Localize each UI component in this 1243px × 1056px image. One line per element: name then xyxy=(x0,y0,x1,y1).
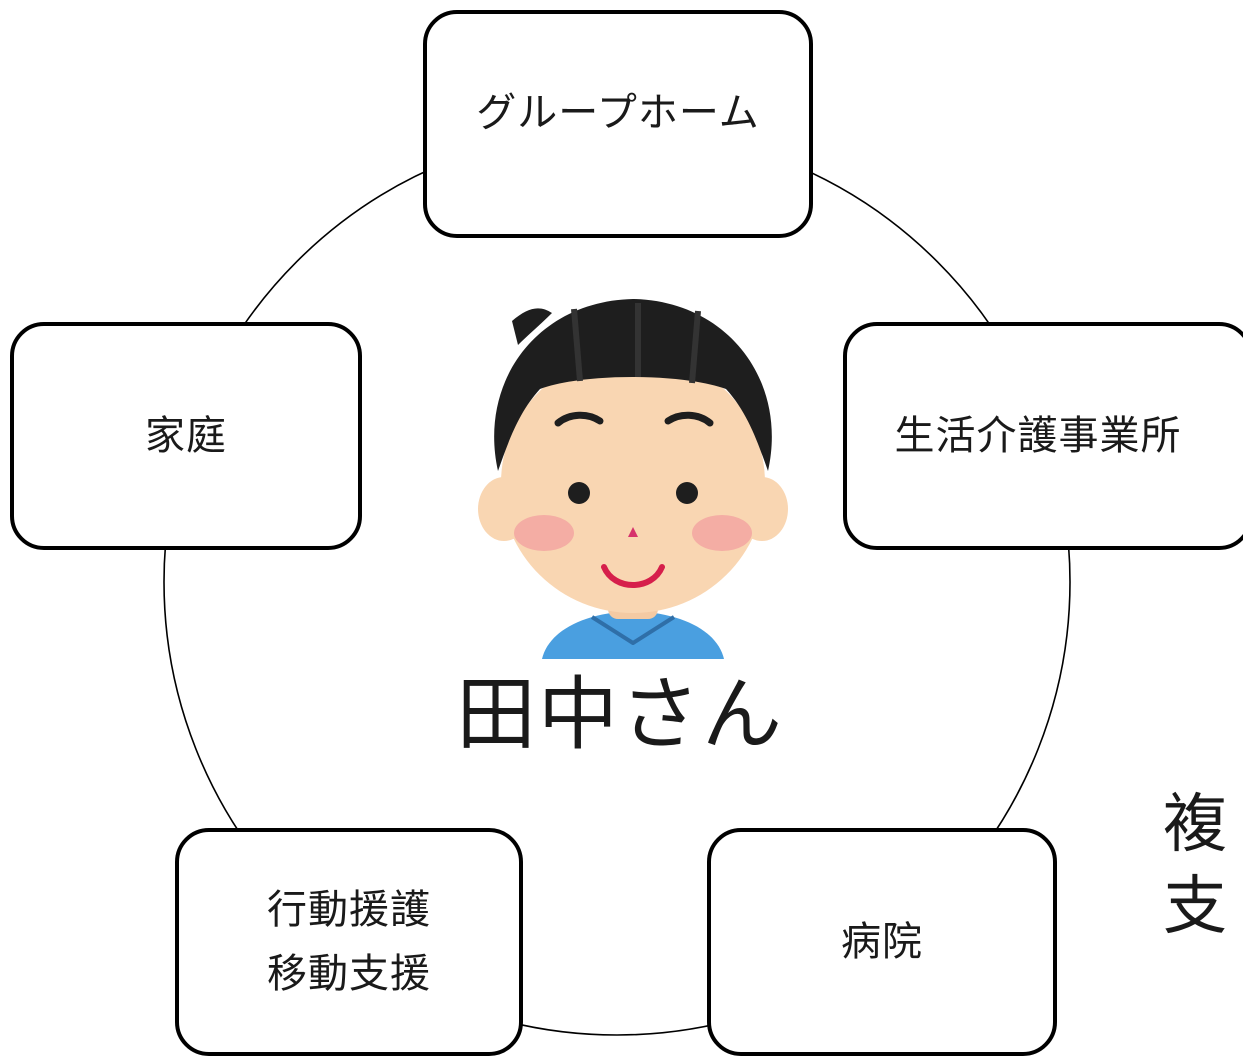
center-person-name: 田中さん xyxy=(456,668,784,761)
node-day-service: 生活介護事業所 xyxy=(843,322,1243,550)
side-caption-line1: 複 xyxy=(1163,788,1227,862)
node-behavior-support-line2: 移動支援 xyxy=(267,951,431,997)
node-home-label: 家庭 xyxy=(145,413,227,459)
node-hospital: 病院 xyxy=(707,828,1057,1056)
node-hospital-label: 病院 xyxy=(841,919,923,965)
side-caption: 複 支 xyxy=(1163,785,1227,949)
node-behavior-support-line1: 行動援護 xyxy=(267,887,431,933)
node-behavior-support: 行動援護 移動支援 xyxy=(175,828,523,1056)
node-home: 家庭 xyxy=(10,322,362,550)
boy-face-icon xyxy=(478,299,788,659)
node-group-home: グループホーム xyxy=(423,10,813,238)
node-day-service-label: 生活介護事業所 xyxy=(894,413,1182,459)
node-group-home-label: グループホーム xyxy=(476,90,760,136)
side-caption-line2: 支 xyxy=(1163,869,1227,944)
